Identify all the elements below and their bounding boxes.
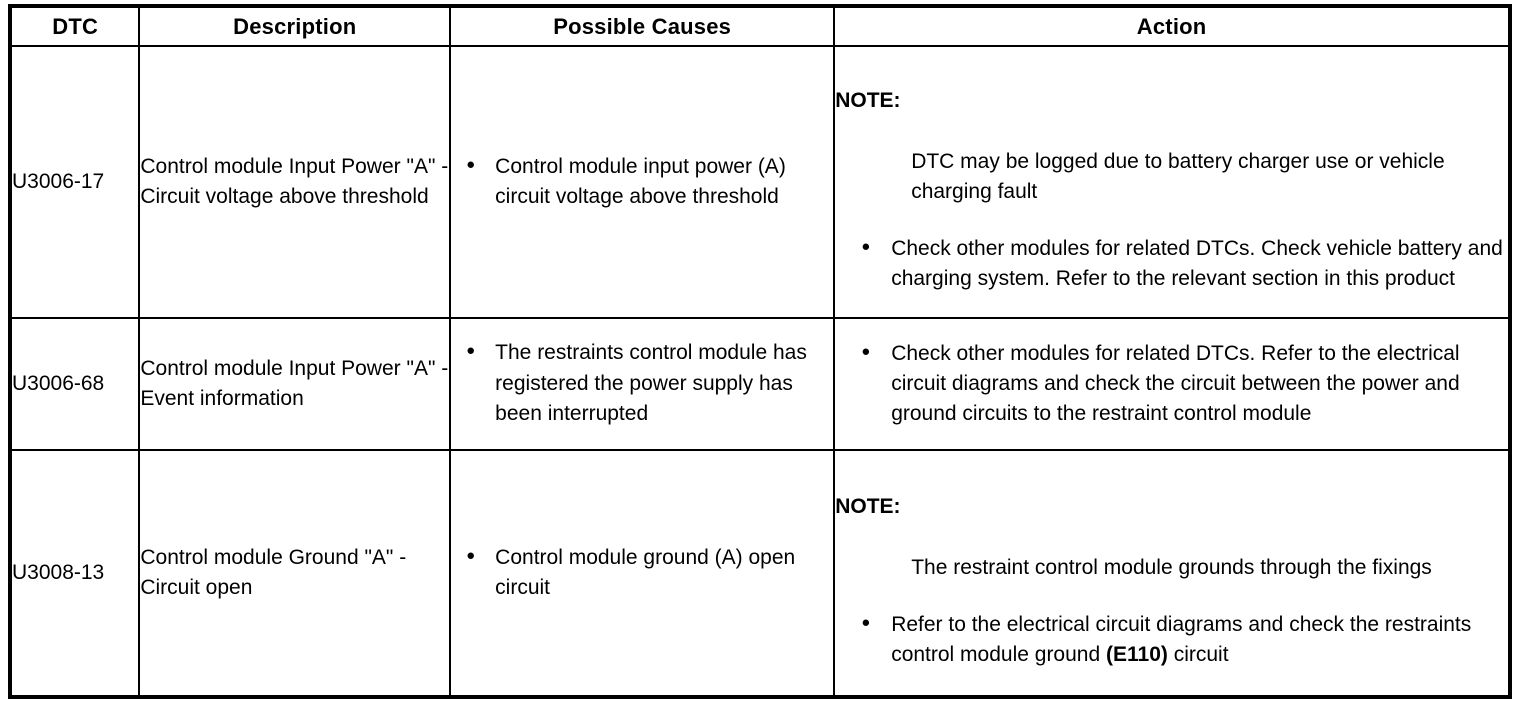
action-block: Check other modules for related DTCs. Re… <box>835 338 1508 430</box>
note-label: NOTE: <box>835 495 901 519</box>
cell-possible-causes: The restraints control module has regist… <box>449 317 836 451</box>
cell-action: NOTE: DTC may be logged due to battery c… <box>833 45 1511 319</box>
cell-dtc: U3008-13 <box>8 449 141 698</box>
cell-description: Control module Input Power "A" - Event i… <box>138 317 452 451</box>
action-text-post: circuit <box>1167 642 1229 666</box>
action-list: Check other modules for related DTCs. Ch… <box>835 233 1508 294</box>
spacer <box>835 208 1508 234</box>
cell-dtc: U3006-17 <box>8 45 141 319</box>
cell-possible-causes: Control module input power (A) circuit v… <box>449 45 836 319</box>
column-header-dtc: DTC <box>8 5 141 47</box>
list-item: Check other modules for related DTCs. Re… <box>835 338 1508 430</box>
possible-causes-list: Control module input power (A) circuit v… <box>451 151 833 213</box>
table-row: U3006-68 Control module Input Power "A" … <box>8 317 1511 451</box>
action-text-pre: Refer to the electrical circuit diagrams… <box>891 612 1472 666</box>
dtc-table-page: DTC Description Possible Causes Action U… <box>0 4 1520 708</box>
action-text-emphasis: (E110) <box>1106 642 1168 666</box>
spacer <box>835 584 1508 610</box>
dtc-diagnostic-table: DTC Description Possible Causes Action U… <box>8 4 1512 699</box>
column-header-possible-causes: Possible Causes <box>449 5 836 47</box>
possible-causes-list: Control module ground (A) open circuit <box>451 542 833 604</box>
action-list: Refer to the electrical circuit diagrams… <box>835 608 1508 670</box>
list-item: The restraints control module has regist… <box>451 337 833 429</box>
note-body: The restraint control module grounds thr… <box>911 556 1432 580</box>
action-block: NOTE: The restraint control module groun… <box>835 476 1508 670</box>
cell-description: Control module Input Power "A" - Circuit… <box>138 45 452 319</box>
note-body: DTC may be logged due to battery charger… <box>911 150 1445 204</box>
table-header: DTC Description Possible Causes Action <box>8 5 1511 47</box>
column-header-description: Description <box>138 5 452 47</box>
list-item: Control module ground (A) open circuit <box>451 542 833 604</box>
table-body: U3006-17 Control module Input Power "A" … <box>8 45 1511 698</box>
list-item: Control module input power (A) circuit v… <box>451 151 833 213</box>
cell-dtc: U3006-68 <box>8 317 141 451</box>
possible-causes-list: The restraints control module has regist… <box>451 337 833 429</box>
list-item: Check other modules for related DTCs. Ch… <box>835 233 1508 294</box>
table-row: U3006-17 Control module Input Power "A" … <box>8 45 1511 319</box>
action-block: NOTE: DTC may be logged due to battery c… <box>835 70 1508 294</box>
header-row: DTC Description Possible Causes Action <box>8 5 1511 47</box>
cell-action: Check other modules for related DTCs. Re… <box>833 317 1511 451</box>
list-item: Refer to the electrical circuit diagrams… <box>835 608 1508 670</box>
table-row: U3008-13 Control module Ground "A" - Cir… <box>8 449 1511 698</box>
action-list: Check other modules for related DTCs. Re… <box>835 338 1508 430</box>
cell-action: NOTE: The restraint control module groun… <box>833 449 1511 698</box>
cell-description: Control module Ground "A" - Circuit open <box>138 449 452 698</box>
cell-possible-causes: Control module ground (A) open circuit <box>449 449 836 698</box>
note-label: NOTE: <box>835 88 901 112</box>
column-header-action: Action <box>833 5 1511 47</box>
